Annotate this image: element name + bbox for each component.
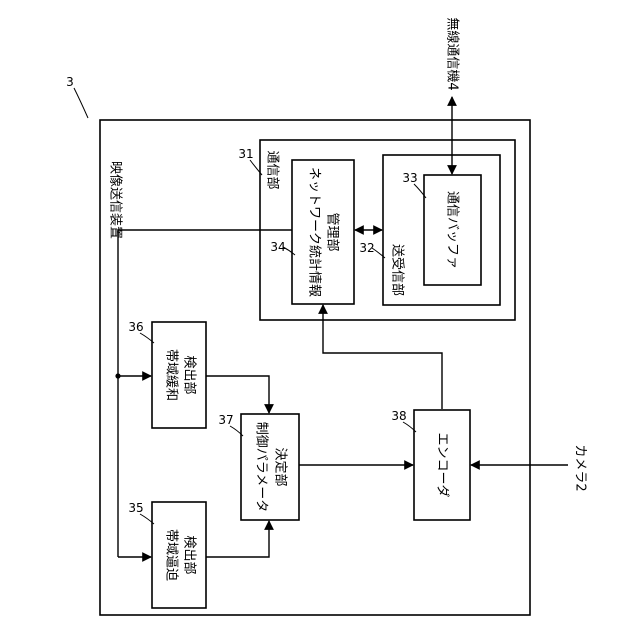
comm-unit-label: 通信部 [265,150,280,189]
param-label-2: 決定部 [273,447,288,486]
ref-35: 35 [128,501,143,515]
buffer-label: 通信バッファ [445,191,460,269]
ref-37: 37 [218,413,233,427]
wireless-label: 無線通信機4 [445,17,461,90]
leader-3 [74,88,88,118]
ref-3: 3 [66,75,74,89]
encoder-label: エンコーダ [435,432,450,497]
ref-33: 33 [402,171,417,185]
ref-34: 34 [270,240,285,254]
tight-label-2: 検出部 [182,535,197,574]
param-label-1: 制御パラメータ [254,422,269,513]
relax-label-1: 帯域緩和 [164,349,179,401]
net-stats-label-1: ネットワーク統計情報 [307,167,323,297]
relax-label-2: 検出部 [182,355,197,394]
transceiver-label: 送受信部 [390,244,405,296]
camera-label: カメラ2 [573,444,588,491]
ref-38: 38 [391,409,406,423]
net-stats-box [292,160,354,304]
device-label: 映像送信装置 [108,161,123,239]
net-stats-label-2: 管理部 [325,212,340,251]
ref-31: 31 [238,147,253,161]
ref-36: 36 [128,320,143,334]
tight-label-1: 帯域逼迫 [164,529,179,581]
param-decider-box [241,414,299,520]
ref-32: 32 [359,241,374,255]
